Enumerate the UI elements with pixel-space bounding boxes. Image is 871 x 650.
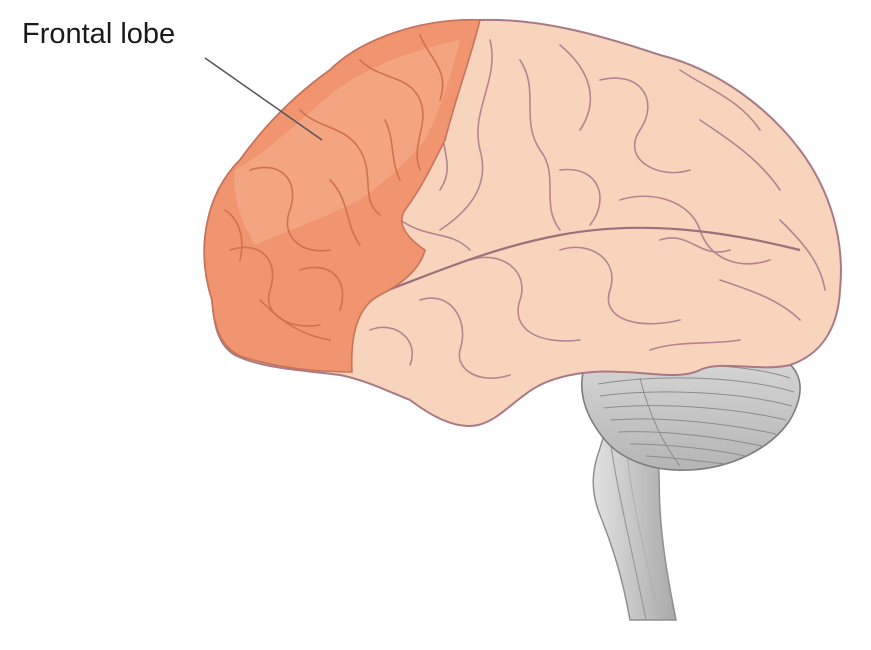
frontal-lobe-label: Frontal lobe <box>22 18 176 50</box>
frontal-lobe <box>203 19 482 373</box>
frontal-lobe-leader-line <box>204 57 323 141</box>
